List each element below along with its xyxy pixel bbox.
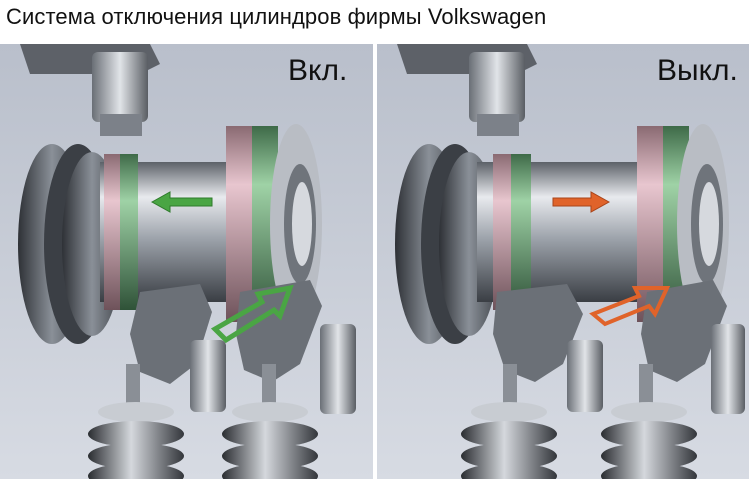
page-title: Система отключения цилиндров фирмы Volks…	[6, 4, 547, 29]
illustration-on	[0, 44, 373, 479]
panel-divider	[373, 44, 377, 479]
label-off: Выкл.	[657, 54, 738, 87]
panel-cylinder-off: Выкл.	[377, 44, 749, 479]
panel-cylinder-on: Вкл.	[0, 44, 373, 479]
illustration-off	[377, 44, 749, 479]
label-on: Вкл.	[288, 54, 348, 87]
